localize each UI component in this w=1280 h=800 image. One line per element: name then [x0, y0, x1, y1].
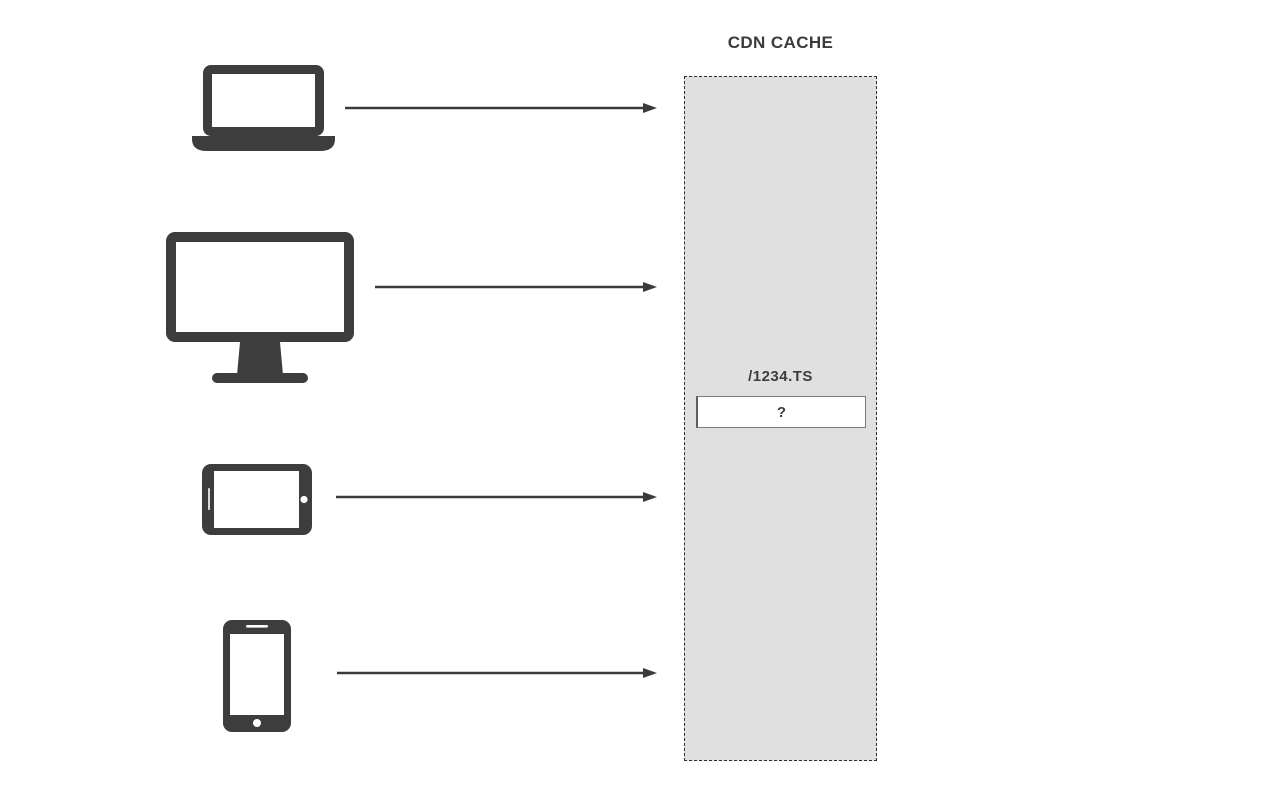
- cache-slot-value: ?: [776, 403, 787, 421]
- arrow-tablet-to-cache: [336, 490, 657, 504]
- desktop-monitor-icon: [166, 232, 355, 383]
- arrow-desktop-to-cache: [375, 280, 657, 294]
- arrow-phone-to-cache: [337, 666, 657, 680]
- cdn-cache-box: /1234.TS ?: [684, 76, 877, 761]
- cache-title: CDN CACHE: [727, 33, 834, 52]
- laptop-icon: [192, 65, 335, 153]
- segment-path-label: /1234.TS: [748, 368, 813, 385]
- arrow-laptop-to-cache: [345, 101, 657, 115]
- cache-slot: ?: [696, 396, 866, 428]
- tablet-icon: [202, 464, 312, 535]
- smartphone-icon: [223, 620, 291, 732]
